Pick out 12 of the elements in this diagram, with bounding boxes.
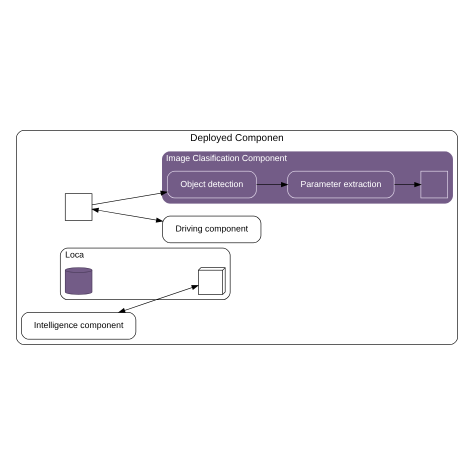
node-box: Driving component bbox=[162, 215, 262, 243]
node-box bbox=[64, 192, 92, 220]
cluster: Loca bbox=[60, 247, 230, 300]
arrow bbox=[91, 207, 164, 222]
node-box: Parameter extraction bbox=[287, 170, 394, 198]
node-box bbox=[420, 170, 448, 198]
node-box: Object detection bbox=[167, 170, 257, 198]
arrow bbox=[394, 182, 422, 187]
node-box: Intelligence component bbox=[21, 312, 136, 340]
arrow bbox=[92, 190, 168, 205]
arrow bbox=[256, 182, 289, 187]
arrow bbox=[118, 284, 200, 312]
